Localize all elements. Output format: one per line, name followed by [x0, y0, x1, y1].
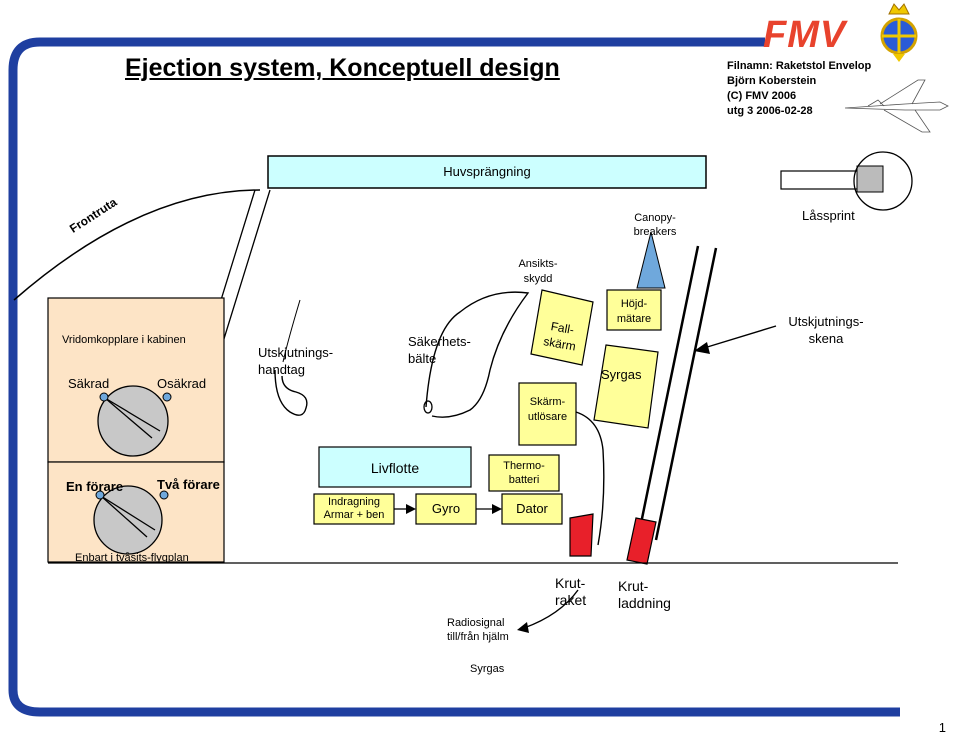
- tva-forare-label: Två förare: [157, 477, 220, 492]
- dator-box: [501, 493, 563, 525]
- ejection-rail: [636, 245, 718, 541]
- syrgas-seat-label: Syrgas: [601, 367, 642, 382]
- lassprint-device: [780, 151, 913, 211]
- syrgas-bottom-label: Syrgas: [470, 663, 505, 675]
- vridomkopplare-label: Vridomkopplare i kabinen: [62, 334, 186, 346]
- version-text: utg 3 2006-02-28: [727, 105, 813, 117]
- indragning-box: [313, 493, 395, 525]
- crest: [880, 3, 918, 62]
- sakrad-label: Säkrad: [68, 376, 110, 391]
- lassprint-label: Låssprint: [802, 208, 855, 223]
- gyro-label: Gyro: [431, 501, 461, 516]
- page-number: 1: [938, 720, 946, 735]
- krutladdning-tube: [626, 517, 657, 565]
- canopy-breaker-shape: [636, 231, 666, 289]
- sakerhetsbalte-label: Säkerhets- bälte: [408, 334, 471, 366]
- frontruta-line: [13, 189, 261, 301]
- plane-silhouette: [844, 79, 949, 133]
- page-title: Ejection system, Konceptuell design: [125, 54, 560, 82]
- author-text: Björn Koberstein: [727, 75, 817, 87]
- dator-label: Dator: [516, 501, 548, 516]
- rotary-switch-1: [97, 385, 172, 457]
- krutraket-tube: [569, 513, 594, 557]
- krutraket-label: Krut- raket: [555, 575, 587, 608]
- seat-harness: [425, 291, 530, 418]
- enbart-label: Enbart i tvåsits-flygplan: [75, 552, 189, 564]
- osakrad-label: Osäkrad: [157, 376, 207, 391]
- radiosignal-label: Radiosignal till/från hjälm: [447, 617, 509, 643]
- file-metadata: Filnamn: Raketstol Envelop Björn Koberst…: [727, 59, 871, 119]
- syrgas-box: [593, 344, 659, 429]
- thermobatteri-label: Thermo- batteri: [503, 460, 545, 486]
- ansiktsskydd-label: Ansikts- skydd: [518, 258, 558, 285]
- utskjutningshandtag-label: Utskjutnings- handtag: [258, 345, 334, 377]
- huvsprangning-box: [267, 155, 707, 189]
- utskjutningsskena-label: Utskjutnings- skena: [788, 314, 864, 346]
- filename-text: Filnamn: Raketstol Envelop: [727, 60, 872, 72]
- belt-buckle: [423, 400, 433, 414]
- indragning-label: Indragning Armar + ben: [323, 496, 385, 521]
- copyright-text: (C) FMV 2006: [727, 90, 797, 102]
- livflotte-box: [318, 446, 472, 488]
- hojdmatare-label: Höjd- mätare: [616, 298, 652, 325]
- thermobatteri-box: [488, 454, 560, 492]
- en-forare-label: En förare: [66, 479, 124, 494]
- ejection-handle: [274, 369, 308, 416]
- huvsprangning-label: Huvsprängning: [443, 164, 531, 179]
- skarmutlosare-label: Skärm- utlösare: [527, 396, 568, 423]
- fallskarm-box: [530, 289, 594, 366]
- livflotte-label: Livflotte: [370, 460, 420, 476]
- krutladdning-label: Krut- laddning: [618, 578, 671, 611]
- hojdmatare-box: [606, 289, 662, 331]
- fmv-logo: FMV: [763, 14, 847, 56]
- skarmutlosare-box: [518, 382, 577, 446]
- canopybreakers-label: Canopy- breakers: [633, 212, 677, 238]
- rotary-switch-2: [93, 485, 169, 555]
